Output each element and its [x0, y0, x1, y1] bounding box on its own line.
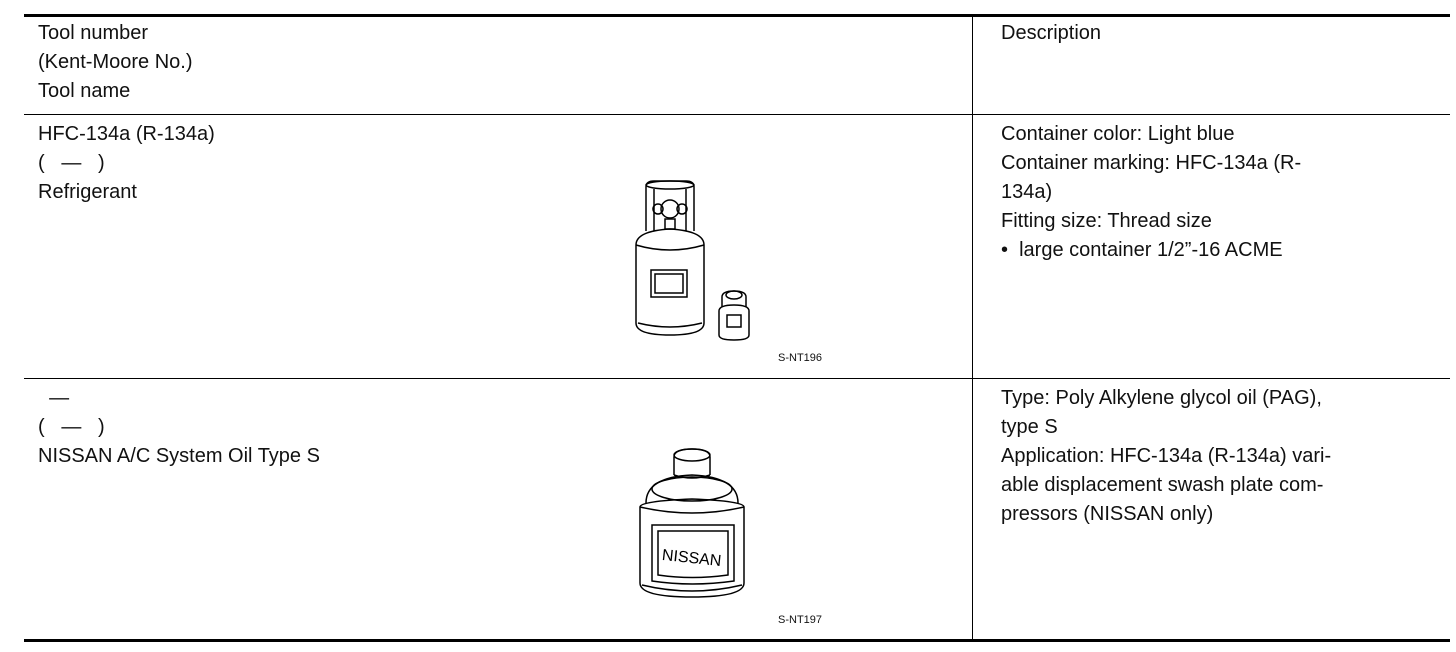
header-divider: [24, 114, 1450, 115]
row-1-desc-line-2: Container marking: HFC-134a (R-: [1001, 152, 1302, 174]
oil-can-label: NISSAN: [661, 547, 722, 570]
header-kent-moore: (Kent-Moore No.): [38, 51, 193, 73]
row-1-figure-caption: S-NT196: [778, 352, 823, 364]
row-2-kent-moore: ( — ): [38, 416, 105, 438]
row-2-tool: — ( — ) NISSAN A/C System Oil Type S: [38, 384, 320, 471]
table-top-rule: [24, 14, 1450, 17]
row-1-tool-name: Refrigerant: [38, 181, 137, 203]
column-divider: [972, 17, 973, 639]
table-bottom-rule: [24, 639, 1450, 642]
row-2-desc-line-5: pressors (NISSAN only): [1001, 503, 1214, 525]
refrigerant-cylinder-icon: [635, 180, 750, 341]
header-tool-column: Tool number (Kent-Moore No.) Tool name: [38, 19, 193, 106]
row-2-figure-caption: S-NT197: [778, 614, 823, 626]
header-description-label: Description: [1001, 22, 1102, 44]
row-2-desc-line-3: Application: HFC-134a (R-134a) vari-: [1001, 445, 1332, 467]
row-2-desc-line-2: type S: [1001, 416, 1058, 438]
row-2-desc-line-1: Type: Poly Alkylene glycol oil (PAG),: [1001, 387, 1322, 409]
row-2-tool-number: —: [38, 387, 70, 409]
row-1-desc-line-1: Container color: Light blue: [1001, 123, 1235, 145]
header-description: Description: [1001, 19, 1441, 48]
row-2-tool-name: NISSAN A/C System Oil Type S: [38, 445, 320, 467]
row-2-description: Type: Poly Alkylene glycol oil (PAG), ty…: [1001, 384, 1441, 529]
oil-can-icon: NISSAN: [639, 448, 745, 598]
row-1-description: Container color: Light blue Container ma…: [1001, 120, 1441, 265]
tool-table: Tool number (Kent-Moore No.) Tool name D…: [24, 0, 1450, 652]
row-1-desc-line-5: • large container 1/2”-16 ACME: [1001, 239, 1283, 261]
row-divider: [24, 378, 1450, 379]
header-tool-number: Tool number: [38, 22, 149, 44]
row-2-desc-line-4: able displacement swash plate com-: [1001, 474, 1324, 496]
row-1-kent-moore: ( — ): [38, 152, 105, 174]
row-1-tool-number: HFC-134a (R-134a): [38, 123, 215, 145]
row-1-desc-line-4: Fitting size: Thread size: [1001, 210, 1212, 232]
header-tool-name: Tool name: [38, 80, 131, 102]
row-1-tool: HFC-134a (R-134a) ( — ) Refrigerant: [38, 120, 215, 207]
row-1-desc-line-3: 134a): [1001, 181, 1053, 203]
